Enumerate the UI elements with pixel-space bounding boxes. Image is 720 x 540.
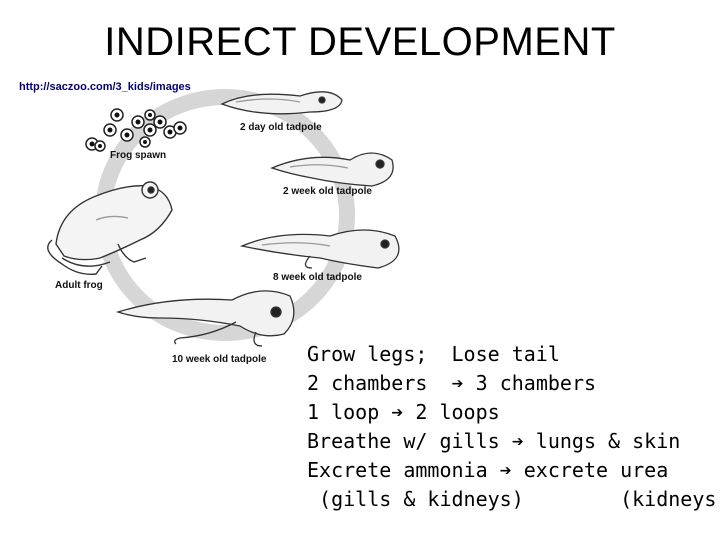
note-text: (kidneys) bbox=[620, 487, 720, 511]
tadpole-2-week bbox=[272, 153, 393, 186]
label-adult-frog: Adult frog bbox=[55, 280, 103, 291]
note-text: Lose tail bbox=[452, 342, 560, 366]
development-notes: Grow legs; Lose tail 2 chambers ➔ 3 cham… bbox=[307, 340, 720, 514]
label-frog-spawn: Frog spawn bbox=[110, 150, 166, 161]
arrow-icon: ➔ bbox=[512, 429, 524, 453]
label-2-day-tadpole: 2 day old tadpole bbox=[240, 122, 322, 133]
note-line-2: 2 chambers ➔ 3 chambers bbox=[307, 369, 720, 398]
note-line-3: 1 loop ➔ 2 loops bbox=[307, 398, 720, 427]
note-text: Breathe w/ gills bbox=[307, 429, 500, 453]
note-line-4: Breathe w/ gills ➔ lungs & skin bbox=[307, 427, 720, 456]
note-line-1: Grow legs; Lose tail bbox=[307, 340, 720, 369]
arrow-icon: ➔ bbox=[500, 458, 512, 482]
note-text: 2 loops bbox=[415, 400, 499, 424]
arrow-icon: ➔ bbox=[452, 371, 464, 395]
label-2-week-tadpole: 2 week old tadpole bbox=[283, 186, 372, 197]
note-text: 3 chambers bbox=[476, 371, 596, 395]
note-text: Grow legs; bbox=[307, 342, 427, 366]
note-text: lungs & skin bbox=[536, 429, 681, 453]
label-10-week-tadpole: 10 week old tadpole bbox=[172, 354, 266, 365]
label-8-week-tadpole: 8 week old tadpole bbox=[273, 272, 362, 283]
note-text: 2 chambers bbox=[307, 371, 427, 395]
arrow-icon: ➔ bbox=[391, 400, 403, 424]
note-text: excrete urea bbox=[524, 458, 669, 482]
note-text: Excrete ammonia bbox=[307, 458, 488, 482]
note-text: (gills & kidneys) bbox=[319, 487, 524, 511]
tadpole-8-week bbox=[242, 230, 399, 268]
note-line-5: Excrete ammonia ➔ excrete urea bbox=[307, 456, 720, 485]
note-line-6: (gills & kidneys) (kidneys) bbox=[307, 485, 720, 514]
note-text: 1 loop bbox=[307, 400, 379, 424]
